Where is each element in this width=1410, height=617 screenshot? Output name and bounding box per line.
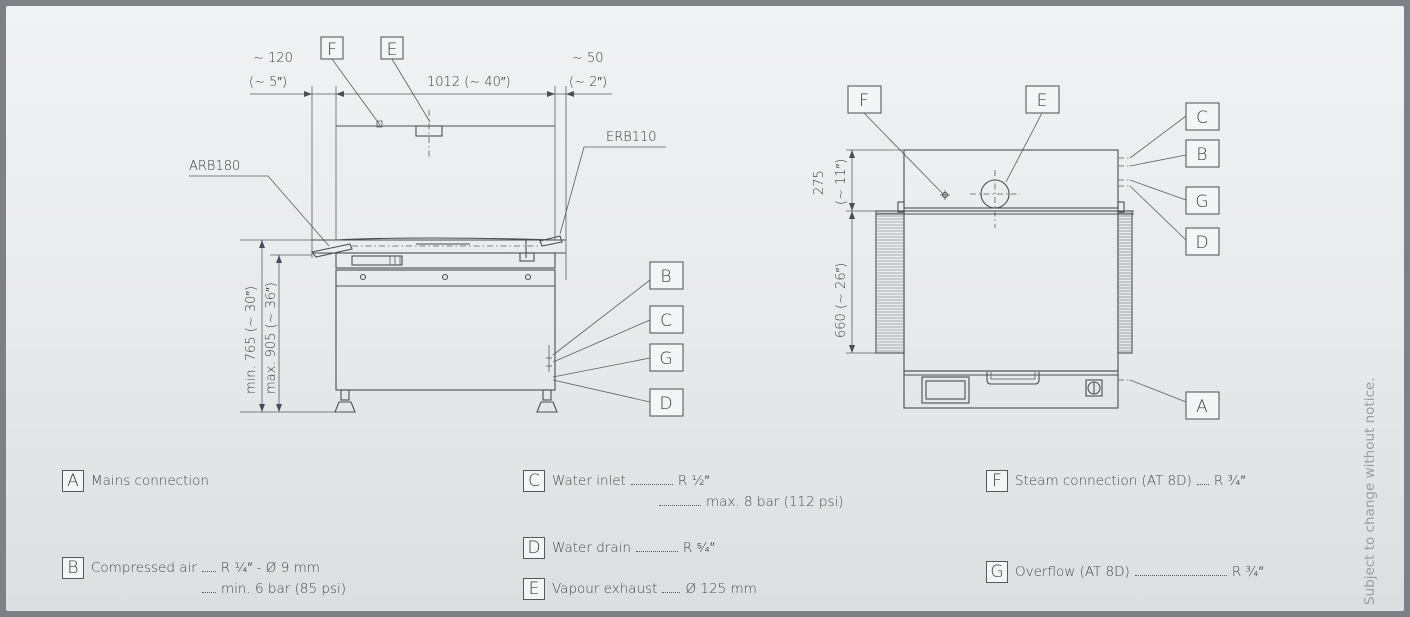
legend-g: G Overflow (AT 8D) R ¾″ [986,561,1263,583]
legend-c-box: C [523,470,545,492]
label-g-front: G [659,349,672,369]
legend-c: C Water inlet R ½″ max. 8 bar (112 psi) [523,470,844,512]
legend-b-value2: min. 6 bar (85 psi) [221,581,346,597]
legend-c-value: R ½″ [677,473,710,489]
dim-height-max: max. 905 (~ 36″) [264,282,279,394]
label-box-a-top [1185,391,1220,420]
dim-hood: 275 [812,170,827,195]
technical-drawing: F E ~ 120 (~ 5″) 1012 (~ 40″) ~ 50 (~ 2″… [189,36,1220,420]
label-box-d-front [649,388,684,417]
corrugation-right [1119,212,1131,352]
label-b-top: B [1196,145,1207,165]
label-d-front: D [659,394,672,414]
label-box-b-top [1185,139,1220,168]
legend-a-box: A [62,470,84,492]
top-view: F E C [812,85,1220,420]
legend-g-value: R ¾″ [1231,564,1264,580]
legend-c-value2: max. 8 bar (112 psi) [706,494,844,510]
label-box-b-front [649,261,684,290]
dim-left-mm: ~ 120 [253,51,293,66]
legend-d-value: R ⁵⁄₄″ [682,540,715,556]
dim-right-in: (~ 2″) [569,75,607,90]
legend-e-desc: Vapour exhaust [552,581,658,597]
notice-text: Subject to change without notice. [1362,377,1378,606]
dim-height-min: min. 765 (~ 30″) [244,286,259,394]
legend-d-box: D [523,537,545,559]
label-e-front: E [387,40,398,60]
legend-f-desc: Steam connection (AT 8D) [1015,473,1192,489]
label-b-front: B [660,267,671,287]
label-c-front: C [660,311,672,331]
label-box-c-front [649,305,684,334]
label-box-c-top [1185,102,1220,131]
label-c-top: C [1196,108,1208,128]
legend-a: A Mains connection [62,470,209,492]
legend-d: D Water drain R ⁵⁄₄″ [523,537,715,559]
legend-b: B Compressed air R ¼″ - Ø 9 mm min. 6 bar… [62,557,346,599]
arm-right-label: ERB110 [606,130,657,145]
label-e-top: E [1037,91,1048,111]
label-f-front: F [327,40,337,60]
legend-e-value: Ø 125 mm [685,581,757,597]
label-box-g-front [649,343,684,372]
legend-c-desc: Water inlet [552,473,626,489]
legend-b-value: R ¼″ - Ø 9 mm [220,560,320,576]
label-f-top: F [859,91,869,111]
label-box-g-top [1185,186,1220,215]
legend-a-desc: Mains connection [91,473,209,489]
legend-b-desc: Compressed air [91,560,197,576]
legend-g-desc: Overflow (AT 8D) [1015,564,1130,580]
dim-right-mm: ~ 50 [572,51,604,66]
legend-e: E Vapour exhaust Ø 125 mm [523,578,757,600]
label-box-d-top [1185,227,1220,256]
legend-b-box: B [62,557,84,579]
drawing-frame: F E ~ 120 (~ 5″) 1012 (~ 40″) ~ 50 (~ 2″… [6,6,1404,611]
arm-left-label: ARB180 [189,159,240,174]
dim-width: 1012 (~ 40″) [427,75,511,90]
dim-body: 660 (~ 26″) [834,263,849,338]
label-d-top: D [1195,233,1208,253]
legend-g-box: G [986,561,1008,583]
label-box-e-top [1025,85,1060,114]
label-a-top: A [1196,397,1208,417]
corrugation-left [877,212,903,352]
legend-f-value: R ¾″ [1213,473,1246,489]
label-g-top: G [1195,192,1208,212]
legend-e-box: E [523,578,545,600]
legend-f: F Steam connection (AT 8D) R ¾″ [986,470,1245,492]
front-view: F E ~ 120 (~ 5″) 1012 (~ 40″) ~ 50 (~ 2″… [189,36,684,417]
legend-f-box: F [986,470,1008,492]
dim-left-in: (~ 5″) [249,75,287,90]
legend-d-desc: Water drain [552,540,631,556]
dim-hood-in: (~ 11″) [834,159,849,205]
